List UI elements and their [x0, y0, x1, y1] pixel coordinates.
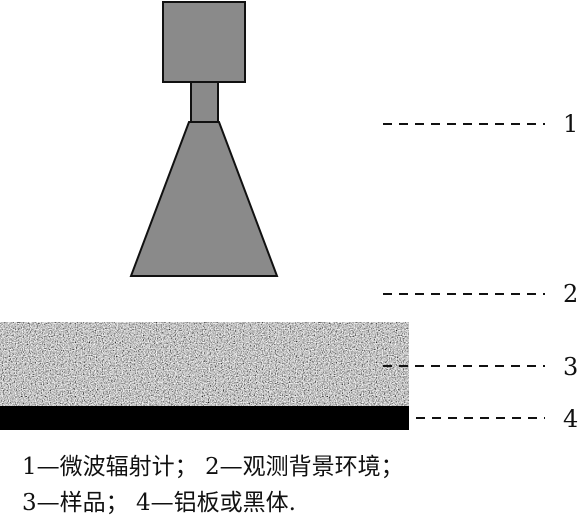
- radiometer: [129, 1, 279, 277]
- radiometer-horn-antenna: [129, 121, 279, 277]
- leader-lines: [383, 123, 545, 419]
- callout-number-1: 1: [563, 110, 578, 138]
- caption-line-1: 1—微波辐射计； 2—观测背景环境；: [22, 454, 404, 480]
- radiometer-body: [162, 1, 246, 83]
- aluminum-plate: [0, 406, 409, 430]
- radiometer-neck: [190, 81, 219, 123]
- callout-number-2: 2: [563, 280, 578, 308]
- caption-line-2: 3—样品； 4—铝板或黑体.: [22, 490, 296, 516]
- sample-layer: [0, 322, 409, 408]
- callout-number-3: 3: [563, 353, 578, 381]
- callout-number-4: 4: [563, 405, 578, 433]
